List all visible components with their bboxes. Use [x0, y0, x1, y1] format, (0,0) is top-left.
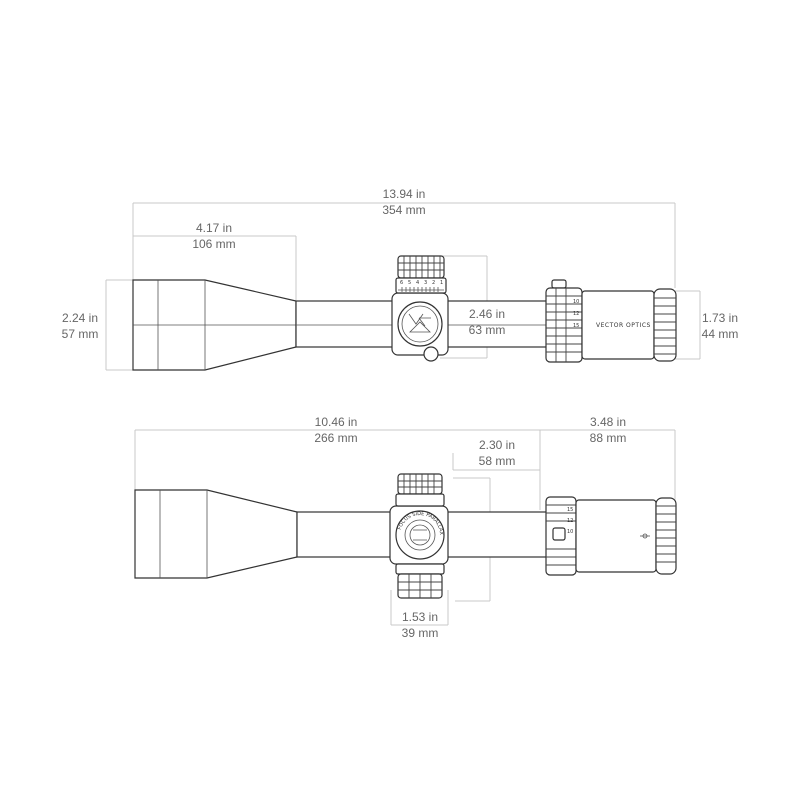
- top-turret-height-in: 2.46 in: [469, 307, 505, 321]
- svg-text:3: 3: [424, 280, 427, 286]
- bottom-eyepiece-in: 3.48 in: [590, 415, 626, 429]
- svg-text:5: 5: [408, 280, 411, 286]
- top-diopter-ring: [653, 288, 677, 362]
- svg-text:12: 12: [573, 311, 579, 317]
- svg-text:10: 10: [573, 299, 579, 305]
- top-eyepiece-dia-in: 1.73 in: [702, 311, 738, 325]
- svg-text:2: 2: [432, 280, 435, 286]
- svg-text:1: 1: [440, 280, 443, 286]
- svg-text:15: 15: [573, 323, 579, 329]
- top-turret-numbers: 6 5 4 3 2 1: [400, 280, 443, 286]
- top-bell-mm: 106 mm: [192, 237, 235, 251]
- bottom-diopter-ring: [655, 497, 677, 575]
- bottom-dimension-lines: [134, 429, 676, 626]
- top-power-ring-lug: [551, 279, 567, 289]
- top-total-in: 13.94 in: [383, 187, 426, 201]
- top-bell-in: 4.17 in: [196, 221, 232, 235]
- bottom-parallax-knob: [395, 510, 445, 560]
- top-eyepiece-dia-mm: 44 mm: [702, 327, 739, 341]
- bottom-ring-numbers: 15 12 10: [567, 507, 573, 535]
- top-view: 6 5 4 3 2 1: [62, 187, 739, 371]
- svg-text:15: 15: [567, 507, 573, 513]
- top-total-mm: 354 mm: [382, 203, 425, 217]
- top-power-ring-knurl: [546, 288, 582, 362]
- svg-text:6: 6: [400, 280, 403, 286]
- bottom-tube-mm: 58 mm: [479, 454, 516, 468]
- bottom-turret-width-mm: 39 mm: [402, 626, 439, 640]
- top-brand-text: VECTOR OPTICS: [596, 322, 651, 329]
- svg-text:12: 12: [567, 518, 573, 524]
- top-objective-dia-in: 2.24 in: [62, 311, 98, 325]
- top-parallax-knob: [423, 346, 439, 362]
- bottom-view: FOCUS SIDE PARALLAX 15 12 10: [134, 415, 677, 640]
- top-elevation-knurl: [398, 256, 444, 278]
- top-objective-dia-mm: 57 mm: [62, 327, 99, 341]
- bottom-front-in: 10.46 in: [315, 415, 358, 429]
- bottom-tube-in: 2.30 in: [479, 438, 515, 452]
- bottom-turret-width-in: 1.53 in: [402, 610, 438, 624]
- bottom-elevation-knob: [397, 473, 443, 495]
- top-ring-numbers: 10 12 15: [573, 299, 579, 329]
- bottom-illumination-button: [552, 527, 566, 541]
- top-elevation-knob: [397, 255, 445, 279]
- top-turret-height-mm: 63 mm: [469, 323, 506, 337]
- bottom-front-mm: 266 mm: [314, 431, 357, 445]
- bottom-eyepiece-mm: 88 mm: [590, 431, 627, 445]
- vo-logo-icon: [408, 313, 431, 327]
- svg-text:10: 10: [567, 529, 573, 535]
- top-windage-cap: [397, 301, 443, 347]
- bottom-objective-bell: [134, 489, 298, 579]
- svg-text:4: 4: [416, 280, 419, 286]
